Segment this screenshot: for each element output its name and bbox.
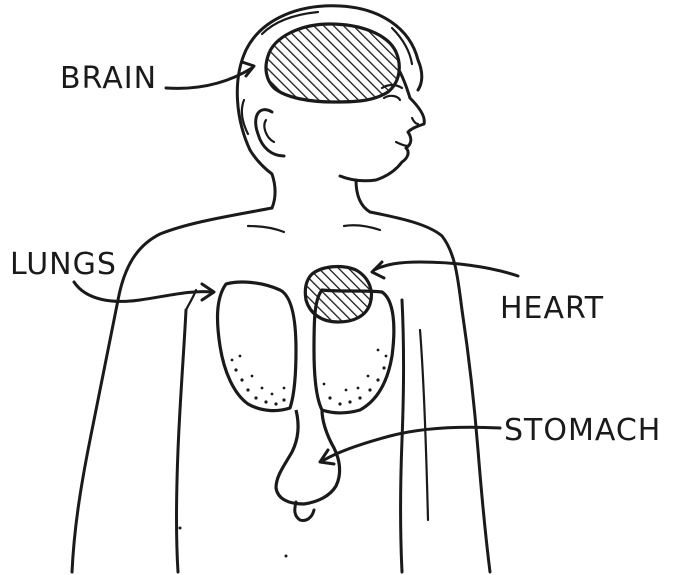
label-lungs: LUNGS — [10, 247, 117, 282]
pointers — [74, 62, 518, 464]
eye — [384, 96, 400, 100]
ear — [256, 110, 284, 156]
brain-shape — [266, 24, 399, 102]
collarbone-right — [344, 225, 380, 230]
brain — [266, 24, 399, 102]
neck-front — [356, 180, 370, 212]
heart-arrowhead — [372, 262, 384, 278]
ear-inner — [264, 120, 274, 142]
label-brain: BRAIN — [60, 61, 157, 96]
right-side-line — [420, 330, 428, 520]
left-lung — [218, 282, 296, 411]
collarbone-left — [248, 226, 284, 232]
nose-detail — [412, 118, 418, 124]
heart — [305, 267, 371, 322]
texture-dot — [179, 527, 182, 530]
back-head — [250, 150, 275, 208]
mouth — [396, 142, 408, 146]
label-stomach: STOMACH — [504, 413, 661, 448]
heart-shape — [305, 267, 371, 322]
label-heart: HEART — [500, 291, 604, 326]
stomach-pointer — [324, 427, 500, 460]
texture-dot — [285, 555, 288, 558]
heart-pointer — [374, 262, 518, 276]
left-inner-arm — [177, 310, 187, 572]
right-inner-arm — [401, 300, 404, 572]
